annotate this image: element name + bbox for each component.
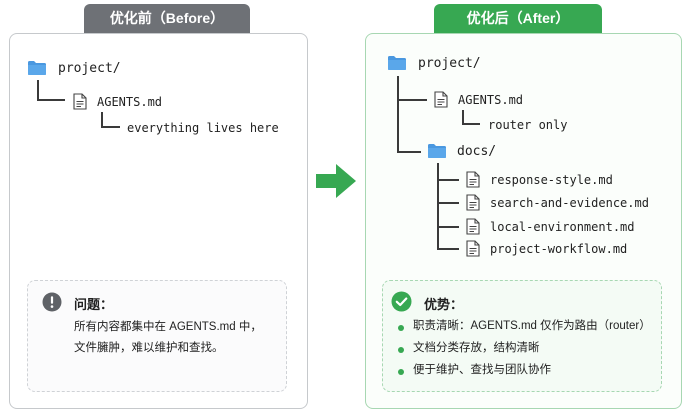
problem-line: 文件臃肿，难以维护和查找。 — [74, 342, 224, 354]
doc-file-label: search-and-evidence.md — [490, 196, 649, 210]
bullet-dot — [398, 325, 404, 331]
problem-title: 问题： — [74, 297, 114, 312]
arrow-right-icon — [316, 164, 356, 198]
tree-connector — [101, 112, 103, 127]
tree-connector — [437, 202, 459, 204]
doc-file-label: local-environment.md — [490, 220, 635, 234]
doc-file-label: response-style.md — [490, 173, 613, 187]
bullet-dot — [398, 347, 404, 353]
after-root-label: project/ — [418, 56, 481, 71]
after-header: 优化后（After） — [434, 4, 602, 33]
tree-connector — [101, 126, 120, 128]
tree-connector — [397, 76, 399, 152]
folder-icon — [428, 144, 446, 158]
tree-connector — [37, 80, 39, 100]
after-note: router only — [488, 118, 568, 132]
tree-connector — [37, 99, 65, 101]
bullet-dot — [398, 369, 404, 375]
file-icon — [466, 240, 480, 257]
docs-folder-label: docs/ — [457, 144, 497, 159]
before-file-label: AGENTS.md — [97, 95, 163, 109]
advantage-title: 优势： — [424, 297, 464, 312]
advantage-item: 文档分类存放，结构清晰 — [413, 342, 540, 354]
advantage-item: 职责清晰：AGENTS.md 仅作为路由（router） — [413, 320, 651, 332]
tree-connector — [397, 99, 427, 101]
tree-connector — [437, 248, 459, 250]
before-root-label: project/ — [58, 61, 121, 76]
advantage-callout — [382, 280, 662, 392]
file-icon — [466, 218, 480, 235]
file-icon — [434, 91, 448, 108]
before-header: 优化前（Before） — [84, 4, 250, 33]
advantage-item: 便于维护、查找与团队协作 — [413, 364, 551, 376]
problem-callout — [27, 280, 287, 392]
tree-connector — [437, 226, 459, 228]
file-icon — [466, 171, 480, 188]
tree-connector — [437, 163, 439, 249]
problem-line: 所有内容都集中在 AGENTS.md 中， — [74, 321, 262, 333]
after-file-label: AGENTS.md — [458, 93, 524, 107]
tree-connector — [437, 179, 459, 181]
folder-icon — [388, 56, 406, 70]
check-circle-icon — [391, 291, 412, 312]
file-icon — [466, 194, 480, 211]
doc-file-label: project-workflow.md — [490, 242, 628, 256]
tree-connector — [462, 123, 480, 125]
tree-connector — [397, 151, 421, 153]
folder-icon — [28, 61, 46, 75]
warning-icon — [42, 292, 62, 312]
before-note: everything lives here — [127, 121, 279, 135]
file-icon — [73, 93, 87, 110]
tree-connector — [462, 110, 464, 124]
